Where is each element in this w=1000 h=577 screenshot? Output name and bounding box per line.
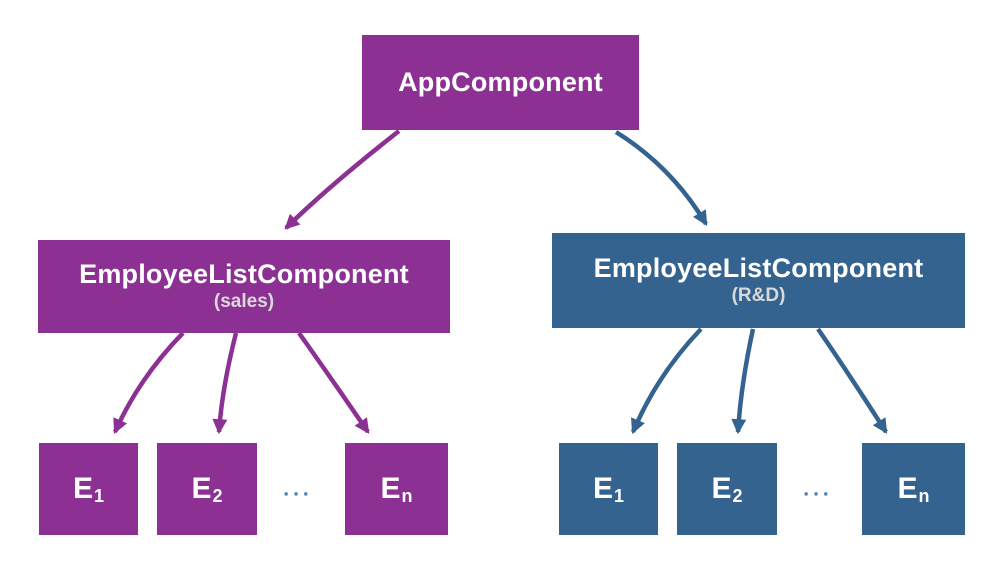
employee-list-sales-sublabel: (sales) bbox=[213, 291, 275, 313]
arrow-app-to-rnd bbox=[614, 130, 708, 226]
app-component-box: AppComponent bbox=[362, 35, 639, 130]
employee-list-sales-box: EmployeeListComponent (sales) bbox=[38, 240, 450, 333]
employee-label: En bbox=[897, 472, 930, 506]
employee-box-rnd-e1: E1 bbox=[559, 443, 658, 535]
arrow-rnd-to-e2 bbox=[731, 328, 756, 435]
employee-label: E2 bbox=[711, 472, 743, 506]
ellipsis-rnd: ... bbox=[803, 477, 833, 501]
employee-label: En bbox=[380, 472, 413, 506]
employee-box-sales-en: En bbox=[345, 443, 448, 535]
arrow-sales-to-en bbox=[297, 331, 370, 434]
employee-list-rnd-box: EmployeeListComponent (R&D) bbox=[552, 233, 965, 328]
employee-label: E1 bbox=[72, 472, 105, 506]
arrow-app-to-sales bbox=[284, 129, 401, 230]
employee-box-sales-e1: E1 bbox=[39, 443, 138, 535]
arrow-sales-to-e1 bbox=[112, 331, 185, 435]
employee-list-rnd-label: EmployeeListComponent bbox=[593, 252, 924, 283]
employee-label: E1 bbox=[592, 472, 625, 506]
employee-box-rnd-e2: E2 bbox=[677, 443, 777, 535]
arrow-rnd-to-e1 bbox=[630, 327, 703, 435]
employee-box-sales-e2: E2 bbox=[157, 443, 257, 535]
arrow-rnd-to-en bbox=[816, 327, 888, 434]
employee-list-rnd-sublabel: (R&D) bbox=[731, 285, 786, 307]
ellipsis-sales: ... bbox=[283, 477, 313, 501]
arrow-sales-to-e2 bbox=[212, 332, 239, 435]
app-component-label: AppComponent bbox=[398, 66, 603, 97]
employee-label: E2 bbox=[191, 472, 223, 506]
employee-box-rnd-en: En bbox=[862, 443, 965, 535]
employee-list-sales-label: EmployeeListComponent bbox=[79, 258, 409, 289]
